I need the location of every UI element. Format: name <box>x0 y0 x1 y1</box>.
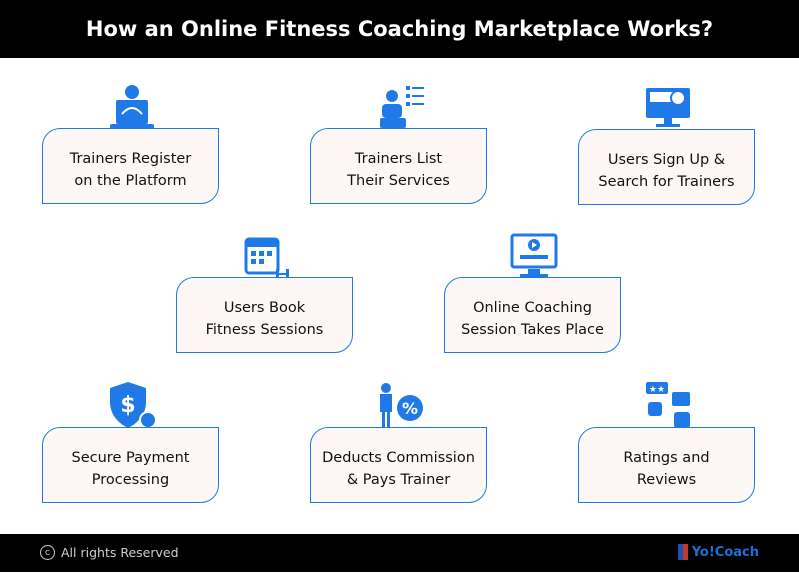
step-label-line2: Search for Trainers <box>598 174 735 190</box>
video-monitor-icon <box>501 229 567 283</box>
person-percent-icon: % <box>367 378 433 432</box>
step-label-line1: Online Coaching <box>473 300 592 316</box>
step-label-line2: Fitness Sessions <box>205 322 324 338</box>
step-label-line2: Session Takes Place <box>461 322 604 338</box>
shield-dollar-icon: $ <box>99 378 165 432</box>
copyright-text: All rights Reserved <box>61 545 179 560</box>
step-label-line1: Ratings and <box>623 450 710 466</box>
step-label-line1: Deducts Commission <box>322 450 475 466</box>
step-label-line1: Users Sign Up & <box>607 152 726 168</box>
svg-text:%: % <box>402 399 418 418</box>
step-label-line2: Their Services <box>347 173 450 189</box>
step-label-line2: & Pays Trainer <box>346 472 451 488</box>
svg-text:$: $ <box>120 393 135 418</box>
brand-logo[interactable]: Yo!Coach <box>677 544 759 560</box>
step-label-line2: Processing <box>91 472 170 488</box>
step-label-line1: Trainers Register <box>69 151 192 167</box>
brand-name: Yo!Coach <box>691 544 759 560</box>
copyright-icon: c <box>40 545 55 560</box>
step-label-line1: Trainers List <box>354 151 443 167</box>
step-label-line1: Secure Payment <box>71 450 190 466</box>
step-label-line1: Users Book <box>223 300 306 316</box>
trainer-checklist-icon <box>367 80 433 134</box>
page-title: How an Online Fitness Coaching Marketpla… <box>0 0 799 58</box>
monitor-search-icon <box>635 80 701 134</box>
brand-logo-icon <box>677 544 688 560</box>
footer: c All rights Reserved Yo!Coach <box>0 534 799 572</box>
step-label-line2: on the Platform <box>74 173 187 189</box>
trainer-laptop-icon <box>99 80 165 134</box>
calendar-dumbbell-icon <box>233 229 299 283</box>
svg-text:★★: ★★ <box>649 385 665 395</box>
thumbs-stars-icon: ★★ <box>635 378 701 432</box>
step-label-line2: Reviews <box>636 472 697 488</box>
